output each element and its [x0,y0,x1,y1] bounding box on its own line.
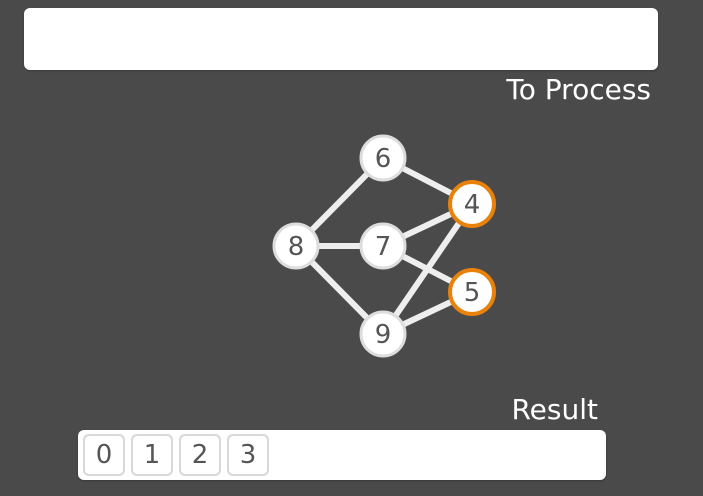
result-item: 0 [83,434,125,476]
to-process-label: To Process [506,73,651,106]
graph-node-4[interactable]: 4 [448,180,496,228]
graph-edge-9-4 [380,201,475,337]
graph-node-8[interactable]: 8 [272,222,320,270]
graph-node-circle [359,310,407,358]
graph-edges [293,155,475,337]
graph-node-9[interactable]: 9 [359,310,407,358]
graph-node-7[interactable]: 7 [359,222,407,270]
result-item: 1 [131,434,173,476]
graph-node-label: 8 [288,232,305,262]
graph-edge-7-5 [380,243,475,295]
graph-node-circle [448,268,496,316]
graph-node-label: 9 [375,320,392,350]
graph-edge-9-5 [380,289,475,337]
graph-node-circle [359,134,407,182]
graph-edge-8-9 [293,243,386,337]
graph-node-label: 6 [375,144,392,174]
result-item: 2 [179,434,221,476]
graph-edge-6-4 [380,155,475,207]
graph-node-5[interactable]: 5 [448,268,496,316]
graph-node-circle [448,180,496,228]
result-label: Result [511,393,598,426]
graph-node-circle [272,222,320,270]
graph-node-label: 7 [375,232,392,262]
graph-node-circle [359,222,407,270]
to-process-queue [24,8,658,70]
graph-edge-7-4 [380,201,475,249]
graph-node-6[interactable]: 6 [359,134,407,182]
result-item: 3 [227,434,269,476]
graph-nodes: 6 4 8 7 5 9 [272,134,496,358]
graph-node-label: 5 [464,278,481,308]
graph-node-label: 4 [464,190,481,220]
graph-edge-8-6 [293,155,386,249]
